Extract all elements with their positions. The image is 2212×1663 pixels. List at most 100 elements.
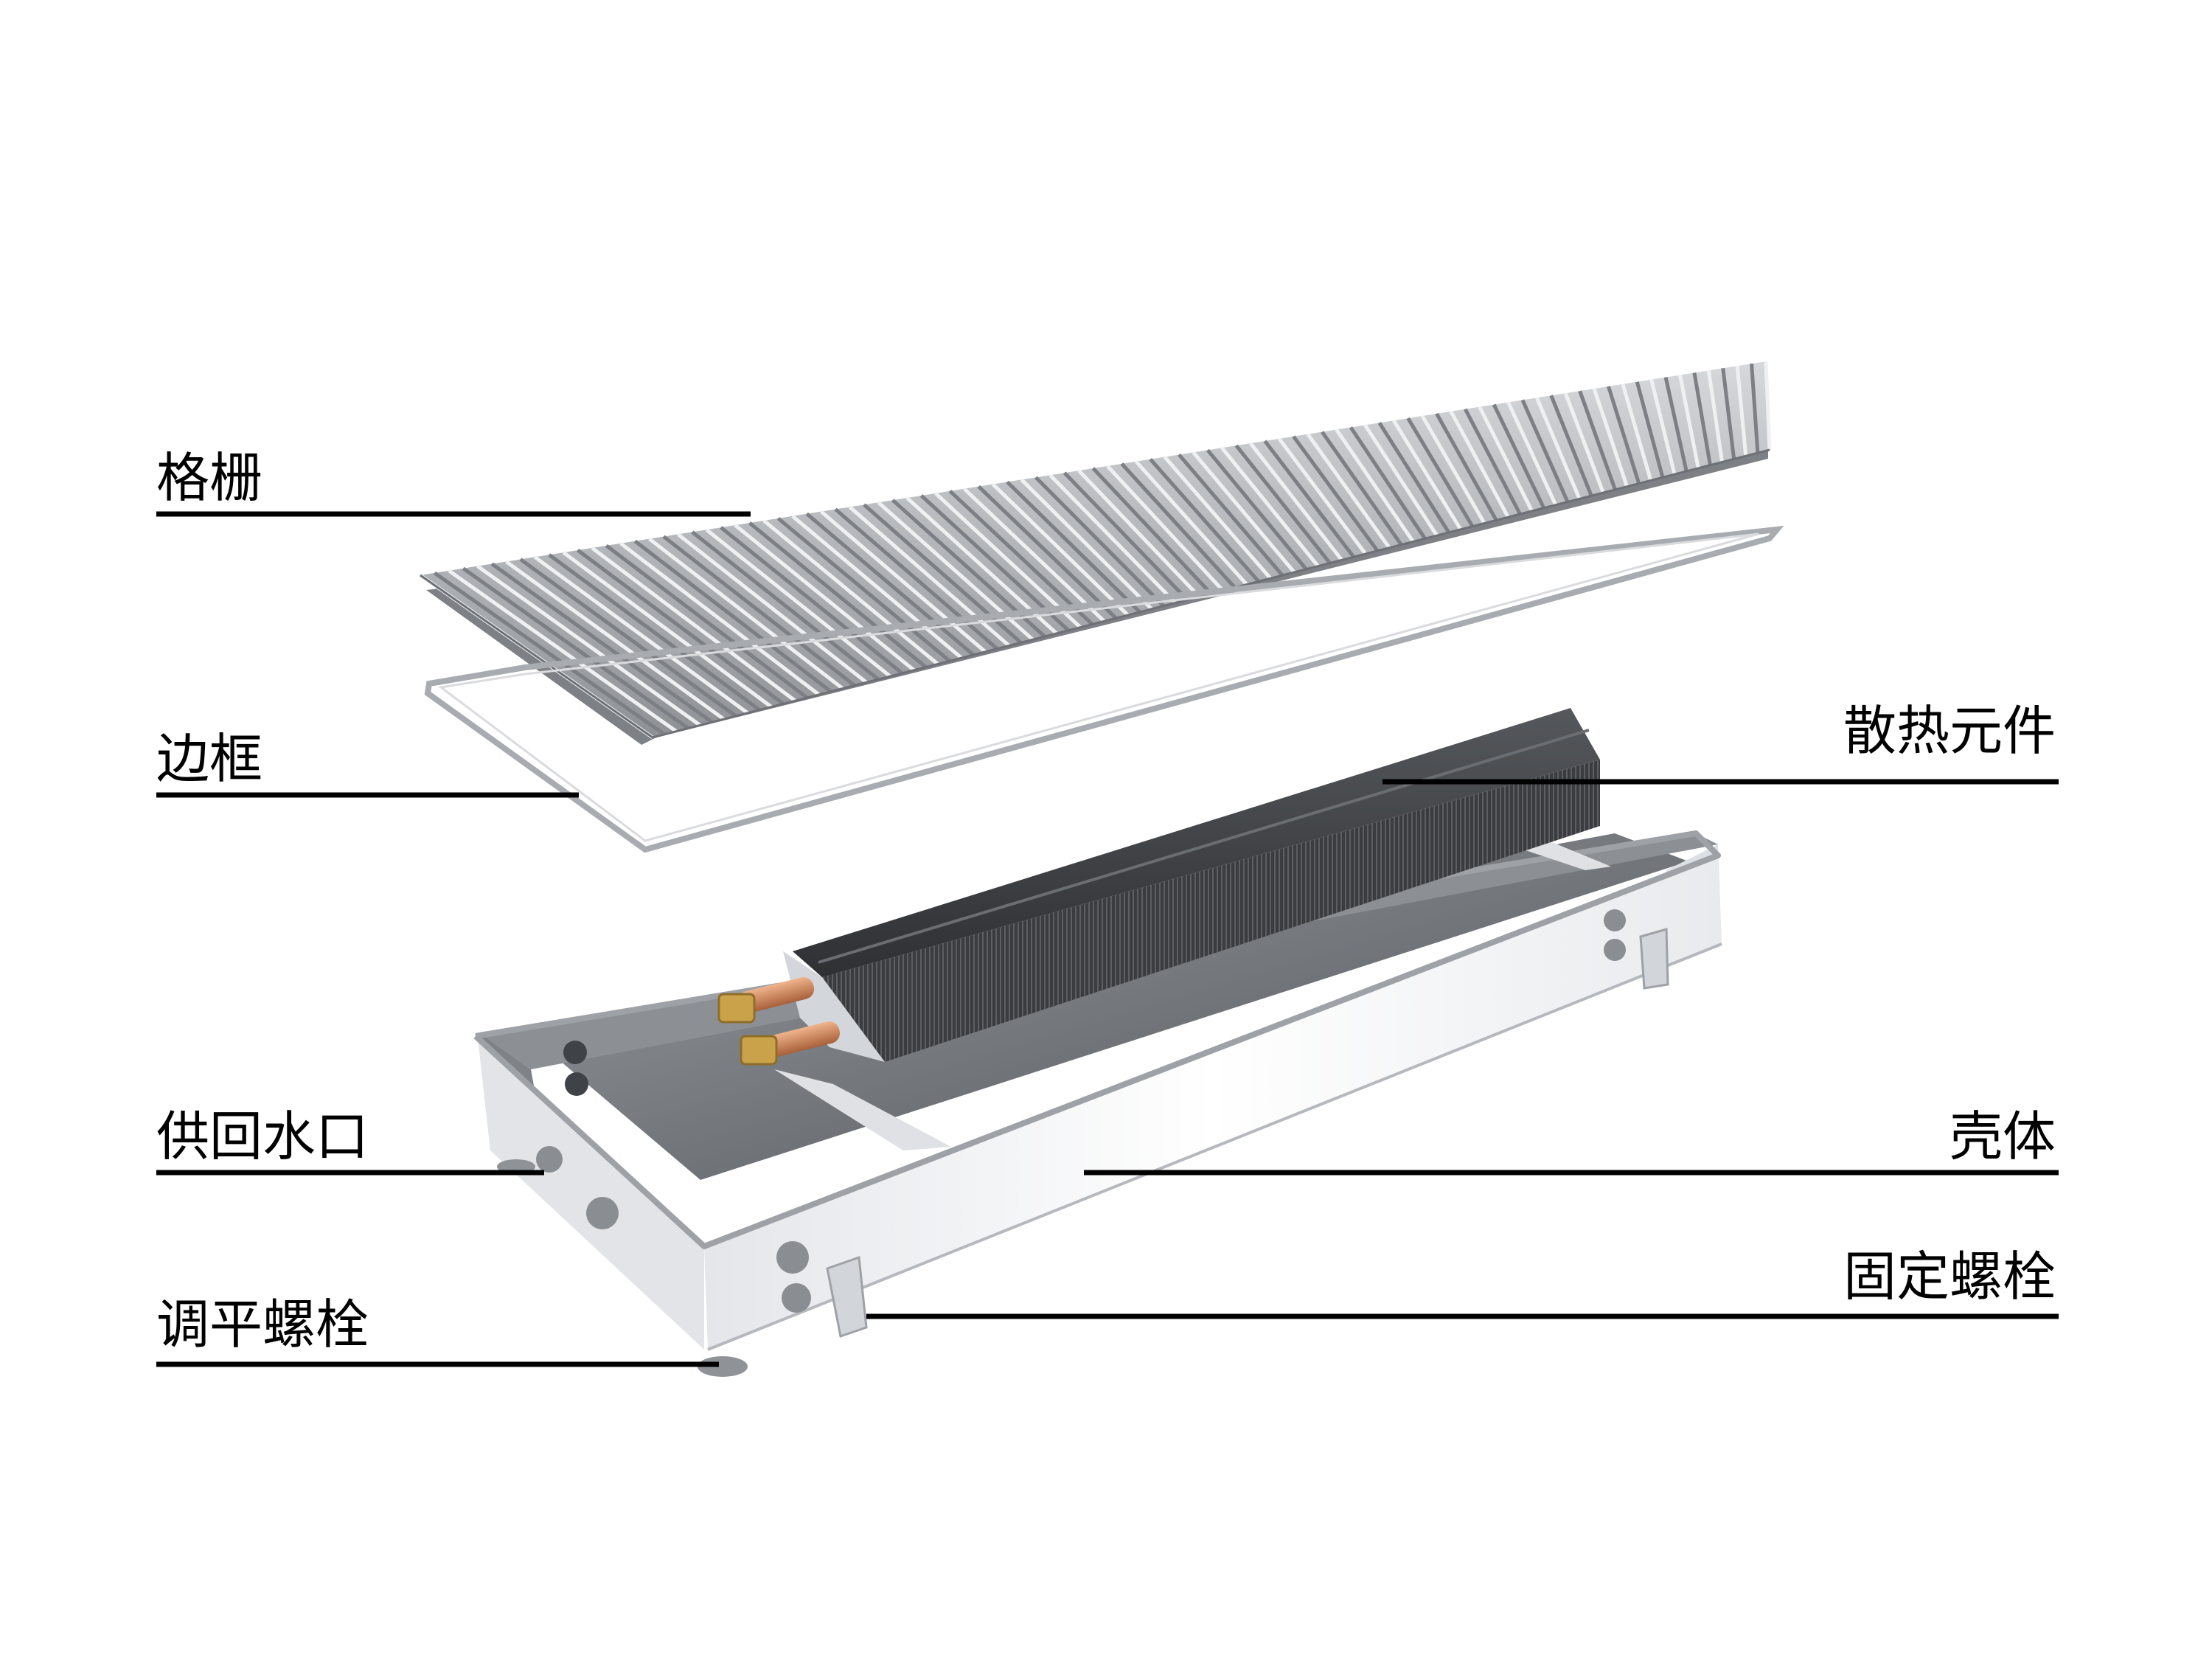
housing-bottom-edge — [707, 942, 1722, 1351]
grille-bar — [519, 558, 737, 718]
grille-bar — [1091, 467, 1213, 595]
grille-bar — [1663, 377, 1688, 472]
grille-bar — [1120, 462, 1237, 589]
grille-bar — [1292, 435, 1380, 552]
grille-bar — [791, 514, 963, 660]
grille-bar — [1721, 367, 1736, 459]
feet — [497, 928, 1669, 1377]
grille-bar — [762, 519, 939, 666]
grille-bar — [1335, 428, 1415, 543]
grille-bar — [1506, 401, 1558, 506]
grille-bar — [1178, 453, 1284, 577]
grille-edge — [420, 448, 1770, 739]
grille-bar — [1392, 419, 1463, 531]
grille-bar — [1363, 424, 1439, 537]
grille-bar — [505, 560, 726, 721]
grille-bar — [1464, 408, 1522, 515]
lower-valve — [740, 1035, 778, 1066]
grille-bar — [1249, 442, 1343, 561]
grille-bar — [776, 516, 951, 663]
fixing-bracket-right — [1639, 928, 1669, 990]
grille-bar — [476, 564, 701, 727]
label-heating-element: 散热元件 — [1843, 700, 2056, 762]
grille-bar — [1321, 431, 1403, 546]
grille-bar — [1377, 421, 1450, 534]
grille-bar — [1478, 406, 1534, 513]
water-ports — [717, 977, 841, 1066]
grille-bar — [1549, 395, 1593, 497]
grille-bar — [662, 535, 856, 687]
grille-bar — [1621, 383, 1653, 482]
grille-bar — [934, 492, 1082, 629]
grille-bar — [991, 482, 1130, 617]
grille-bar — [490, 562, 714, 724]
grille-bar — [533, 555, 749, 715]
leveling-foot — [698, 1356, 748, 1377]
grille-bar — [548, 553, 761, 712]
grille-bar — [1678, 375, 1700, 469]
grille-bar — [748, 521, 928, 669]
grille-bar — [1306, 433, 1391, 549]
grille-bar — [1149, 458, 1260, 583]
grille-bar — [591, 546, 796, 703]
grille-bar — [1420, 414, 1486, 524]
grille-bar — [1692, 372, 1712, 466]
grille-bar — [705, 528, 891, 678]
grille-bar — [619, 541, 821, 696]
grille-bar — [948, 490, 1094, 626]
label-frame: 边框 — [156, 728, 263, 790]
upper-pipe — [737, 977, 815, 1013]
grille-bar — [577, 549, 785, 706]
grille-bar — [1349, 426, 1427, 540]
label-grille: 格栅 — [156, 447, 263, 509]
partition-left — [774, 1069, 951, 1150]
grille-bar — [1635, 381, 1665, 478]
grille-bar — [1034, 476, 1165, 608]
grille-bar — [1234, 444, 1332, 565]
grille-bar — [834, 507, 999, 650]
grille-bar — [1706, 369, 1725, 462]
grille-bar — [805, 512, 975, 656]
grille-bar — [1735, 365, 1748, 456]
grille-bar — [1406, 417, 1475, 528]
grille-bar — [720, 526, 904, 675]
heat-front-face — [822, 760, 1600, 1062]
frame — [424, 525, 1784, 853]
grille-bar — [1020, 478, 1153, 611]
grille-bar — [633, 539, 832, 693]
grille-bar — [1449, 410, 1510, 518]
leader-lines — [156, 511, 2059, 1367]
grille-bar — [1578, 390, 1617, 490]
grille-bar — [1192, 451, 1296, 574]
grille-bar — [819, 510, 987, 653]
grille-bar — [1062, 471, 1189, 602]
heat-top-groove — [818, 729, 1590, 964]
grille-bar — [1048, 473, 1177, 605]
label-water-ports: 供回水口 — [156, 1105, 369, 1167]
grille-bar — [1106, 465, 1225, 592]
grille-bar — [648, 537, 844, 690]
label-fixing-bolt: 固定螺栓 — [1843, 1246, 2056, 1308]
grille-bar — [977, 485, 1118, 619]
lower-pipe — [759, 1021, 841, 1058]
grille-bar — [1750, 363, 1760, 454]
grille-bar — [1592, 388, 1629, 487]
grille-bar — [691, 530, 880, 681]
frame-inner — [438, 532, 1759, 842]
grille-bar — [1263, 440, 1355, 558]
housing-front-side — [704, 855, 1722, 1350]
grille-bar — [1206, 448, 1308, 571]
frame-outline — [424, 525, 1784, 853]
grille-bar — [1607, 386, 1641, 485]
label-housing: 壳体 — [1949, 1105, 2056, 1167]
grille-bar — [963, 487, 1106, 623]
fixing-bracket — [826, 1255, 868, 1338]
grille-bar — [1220, 446, 1320, 568]
grille-bar — [1006, 480, 1141, 614]
grille-bar — [1492, 403, 1546, 509]
grille-bar — [462, 566, 689, 730]
grille-bar — [562, 551, 773, 709]
housing-left-end — [478, 1038, 704, 1350]
